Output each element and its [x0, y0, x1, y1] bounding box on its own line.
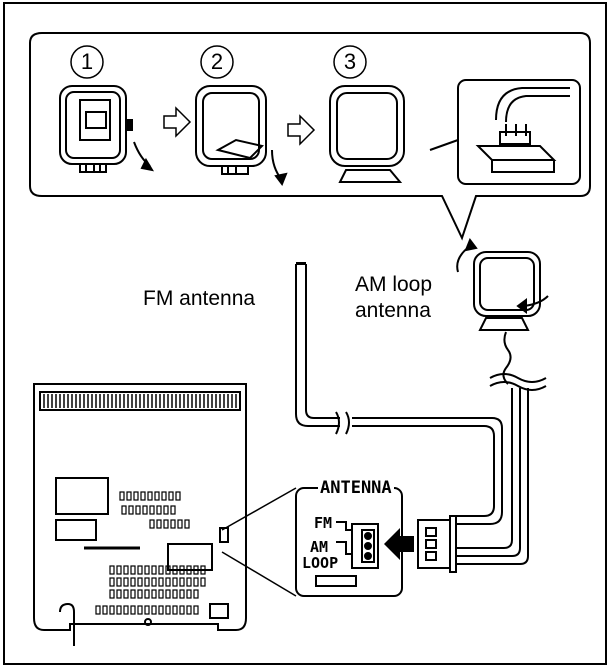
antenna-panel-title: ANTENNA — [318, 478, 394, 498]
step1-antenna-icon — [59, 85, 155, 173]
step2-antenna-icon — [195, 85, 288, 187]
step-3-number: 3 — [343, 49, 357, 74]
fm-antenna-wire — [295, 264, 503, 525]
arrow-right-icon-1 — [163, 106, 192, 138]
step-2-number: 2 — [210, 49, 224, 74]
fm-antenna-label: FM antenna — [143, 287, 256, 310]
outer-frame — [3, 2, 607, 665]
am-loop-label-line1: AM loop — [355, 273, 433, 296]
am-loop-label-line2: antenna — [355, 299, 431, 322]
insert-arrow-icon — [384, 528, 414, 560]
assembly-callout — [29, 32, 591, 241]
am-loop-antenna-icon — [456, 237, 549, 385]
main-unit-rear-icon — [33, 383, 247, 646]
step3-antenna-icon — [329, 85, 405, 183]
vent-holes — [95, 491, 206, 615]
am-antenna-wire — [456, 373, 547, 565]
step-1-number: 1 — [80, 49, 94, 74]
vent-slots — [43, 394, 237, 408]
detail-inset-icon — [429, 79, 581, 185]
fm-terminal-label: FM — [314, 514, 333, 532]
connector-plug-icon — [417, 515, 457, 573]
arrow-right-icon-2 — [287, 114, 316, 146]
loop-terminal-label: LOOP — [302, 554, 339, 572]
am-terminal-label: AM — [310, 538, 329, 556]
